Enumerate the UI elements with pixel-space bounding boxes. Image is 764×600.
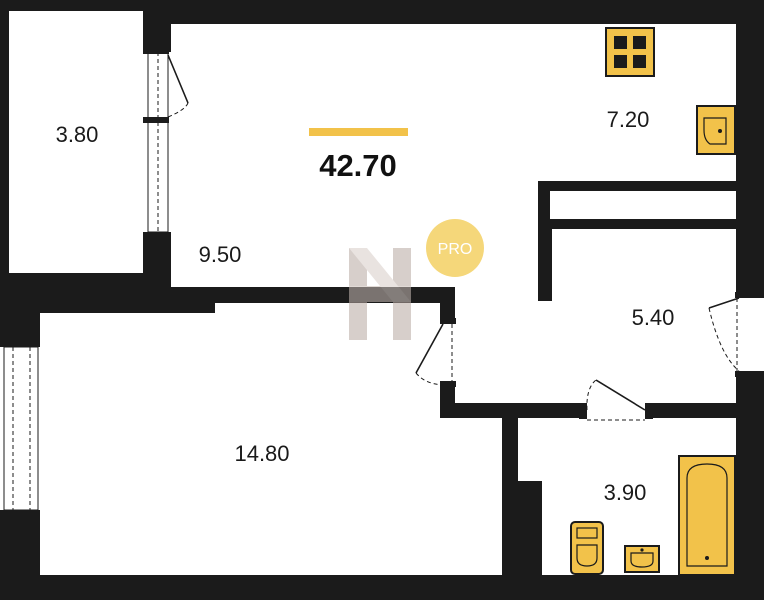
room-area-bedroom: 14.80 xyxy=(234,441,289,466)
wall-kitchen-partition xyxy=(538,181,738,191)
room-area-corridor: 5.40 xyxy=(632,305,675,330)
wall-left-outer-upper xyxy=(0,0,9,282)
wall-hall-corner xyxy=(440,287,455,323)
wall-corridor-bottom xyxy=(440,403,585,418)
room-area-kitchen: 7.20 xyxy=(607,107,650,132)
wall-top-main xyxy=(143,0,764,24)
wall-bath-left xyxy=(502,418,518,600)
fixtures xyxy=(570,27,736,576)
wall-corridor-bottom-right xyxy=(645,403,764,418)
wall-bottom xyxy=(0,575,764,600)
door-entrance xyxy=(708,292,764,377)
room-area-balcony: 3.80 xyxy=(56,122,99,147)
window-balcony-door xyxy=(147,51,169,233)
door-bathroom xyxy=(579,379,653,421)
total-area-underline xyxy=(309,128,408,136)
watermark-logo xyxy=(349,248,411,340)
window-bedroom xyxy=(3,346,39,511)
wall-bath-stub xyxy=(518,481,542,575)
wall-hall-bottom xyxy=(171,287,454,303)
wall-corridor-top xyxy=(538,219,738,229)
door-balcony xyxy=(143,48,189,123)
pro-badge-text: PRO xyxy=(438,241,473,258)
door-bedroom xyxy=(415,318,456,387)
toilet-icon xyxy=(570,521,604,575)
wall-kitchen-partition-left xyxy=(538,181,550,219)
doors xyxy=(143,48,764,421)
room-area-hall: 9.50 xyxy=(199,242,242,267)
room-area-bathroom: 3.90 xyxy=(604,480,647,505)
wall-balcony-bottom xyxy=(0,273,171,290)
total-area: 42.70 xyxy=(319,148,397,183)
stove-icon xyxy=(605,27,655,77)
pro-badge: PRO xyxy=(426,219,484,277)
washbasin-icon xyxy=(624,545,660,573)
wall-corridor-stub xyxy=(538,219,552,301)
windows xyxy=(3,51,169,511)
kitchen-sink-icon xyxy=(696,105,736,155)
bathtub-icon xyxy=(678,455,736,576)
wall-right-upper xyxy=(736,0,764,292)
